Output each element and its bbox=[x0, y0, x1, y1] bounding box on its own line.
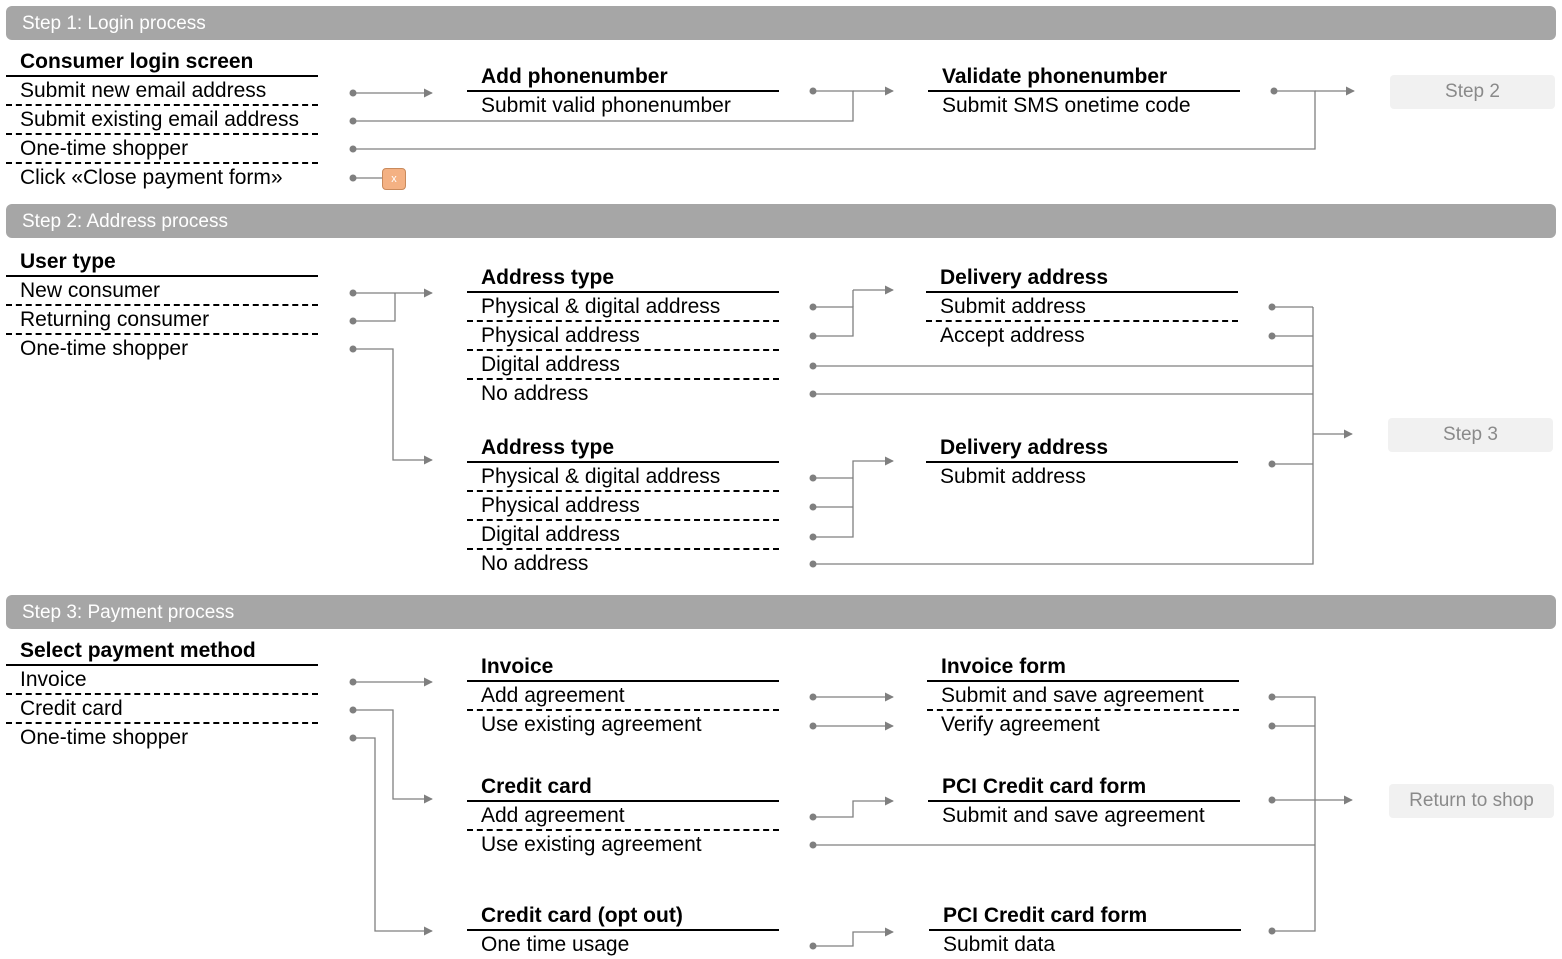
step1-title: Step 1: Login process bbox=[22, 13, 206, 34]
step3-section-bar: Step 3: Payment process bbox=[6, 595, 1556, 629]
delivery-address-header: Delivery address bbox=[926, 435, 1238, 463]
invoice-form-header: Invoice form bbox=[927, 654, 1239, 682]
delivery-address-header: Delivery address bbox=[926, 265, 1238, 293]
invoice-form-submit-save[interactable]: Submit and save agreement bbox=[927, 683, 1239, 711]
invoice-use-existing-agreement[interactable]: Use existing agreement bbox=[481, 713, 702, 736]
address-type-digital[interactable]: Digital address bbox=[467, 522, 779, 550]
credit-card-header: Credit card bbox=[467, 774, 779, 802]
payment-method-invoice[interactable]: Invoice bbox=[6, 667, 318, 695]
return-to-shop-button[interactable]: Return to shop bbox=[1389, 784, 1554, 818]
address-type-physical-digital[interactable]: Physical & digital address bbox=[467, 294, 779, 322]
login-option-one-time-shopper[interactable]: One-time shopper bbox=[6, 136, 318, 164]
login-option-close-form[interactable]: Click «Close payment form» bbox=[20, 166, 283, 189]
address-type-none[interactable]: No address bbox=[481, 552, 589, 575]
user-type-one-time-shopper[interactable]: One-time shopper bbox=[20, 337, 189, 360]
pci-form-header: PCI Credit card form bbox=[928, 774, 1240, 802]
user-type-new-consumer[interactable]: New consumer bbox=[6, 278, 318, 306]
step2-section-bar: Step 2: Address process bbox=[6, 204, 1556, 238]
invoice-add-agreement[interactable]: Add agreement bbox=[467, 683, 779, 711]
pci-form-submit-save[interactable]: Submit and save agreement bbox=[942, 804, 1205, 827]
payment-method-credit-card[interactable]: Credit card bbox=[6, 696, 318, 724]
login-option-new-email[interactable]: Submit new email address bbox=[6, 78, 318, 106]
address-type-physical[interactable]: Physical address bbox=[467, 493, 779, 521]
delivery-submit-address[interactable]: Submit address bbox=[926, 294, 1238, 322]
invoice-header: Invoice bbox=[467, 654, 779, 682]
user-type-returning-consumer[interactable]: Returning consumer bbox=[6, 307, 318, 335]
delivery-submit-address[interactable]: Submit address bbox=[940, 465, 1086, 488]
login-option-existing-email[interactable]: Submit existing email address bbox=[6, 107, 318, 135]
pci-form-submit-data[interactable]: Submit data bbox=[943, 933, 1056, 956]
step1-section-bar: Step 1: Login process bbox=[6, 6, 1556, 40]
add-phone-header: Add phonenumber bbox=[467, 64, 779, 92]
pci-form-header: PCI Credit card form bbox=[929, 903, 1241, 931]
delivery-accept-address[interactable]: Accept address bbox=[940, 324, 1085, 347]
credit-card-use-existing-agreement[interactable]: Use existing agreement bbox=[481, 833, 702, 856]
address-type-digital[interactable]: Digital address bbox=[467, 352, 779, 380]
address-type-none[interactable]: No address bbox=[481, 382, 589, 405]
step3-button[interactable]: Step 3 bbox=[1388, 418, 1553, 452]
validate-phone-header: Validate phonenumber bbox=[928, 64, 1240, 92]
credit-card-one-time-usage[interactable]: One time usage bbox=[481, 933, 630, 956]
address-type-physical-digital[interactable]: Physical & digital address bbox=[467, 464, 779, 492]
user-type-header: User type bbox=[6, 249, 318, 277]
step3-title: Step 3: Payment process bbox=[22, 602, 235, 623]
invoice-form-verify[interactable]: Verify agreement bbox=[941, 713, 1100, 736]
login-screen-header: Consumer login screen bbox=[6, 49, 318, 77]
address-type-header: Address type bbox=[467, 265, 779, 293]
step2-button[interactable]: Step 2 bbox=[1390, 75, 1555, 109]
payment-method-one-time-shopper[interactable]: One-time shopper bbox=[20, 726, 189, 749]
add-phone-submit[interactable]: Submit valid phonenumber bbox=[481, 94, 731, 117]
validate-phone-submit[interactable]: Submit SMS onetime code bbox=[942, 94, 1191, 117]
credit-card-add-agreement[interactable]: Add agreement bbox=[467, 803, 779, 831]
address-type-physical[interactable]: Physical address bbox=[467, 323, 779, 351]
address-type-header: Address type bbox=[467, 435, 779, 463]
close-icon[interactable]: x bbox=[382, 168, 406, 190]
step2-title: Step 2: Address process bbox=[22, 211, 228, 232]
credit-card-optout-header: Credit card (opt out) bbox=[467, 903, 779, 931]
payment-method-header: Select payment method bbox=[6, 638, 318, 666]
